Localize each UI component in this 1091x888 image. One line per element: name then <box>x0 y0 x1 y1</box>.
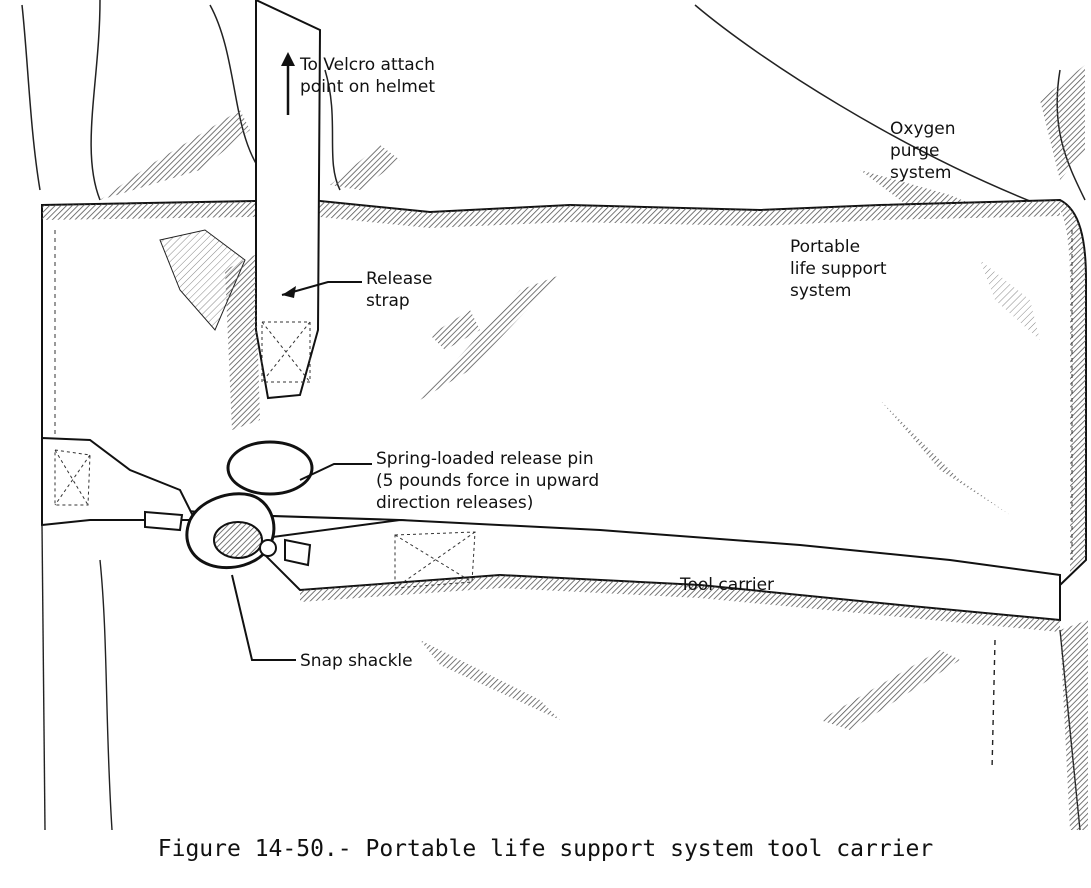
tool-carrier-label: Tool carrier <box>680 574 774 596</box>
velcro-label: To Velcro attach point on helmet <box>300 54 435 98</box>
lower-fabric-shadow-1 <box>420 640 560 720</box>
fabric-shadow-1 <box>100 110 250 200</box>
fabric-shadow-2 <box>330 145 400 190</box>
snap-shackle-label: Snap shackle <box>300 650 413 672</box>
oxygen-purge-label: Oxygen purge system <box>890 118 956 184</box>
lower-fabric-shadow-3 <box>1060 620 1088 830</box>
figure-caption: Figure 14-50.- Portable life support sys… <box>0 836 1091 862</box>
release-pin-label: Spring-loaded release pin (5 pounds forc… <box>376 448 599 514</box>
fabric-shadow-4 <box>1040 65 1085 180</box>
release-strap-label: Release strap <box>366 268 432 312</box>
lower-fabric-shadow-2 <box>820 650 960 730</box>
snap-shackle-leader <box>232 575 296 660</box>
plss-label: Portable life support system <box>790 236 887 302</box>
